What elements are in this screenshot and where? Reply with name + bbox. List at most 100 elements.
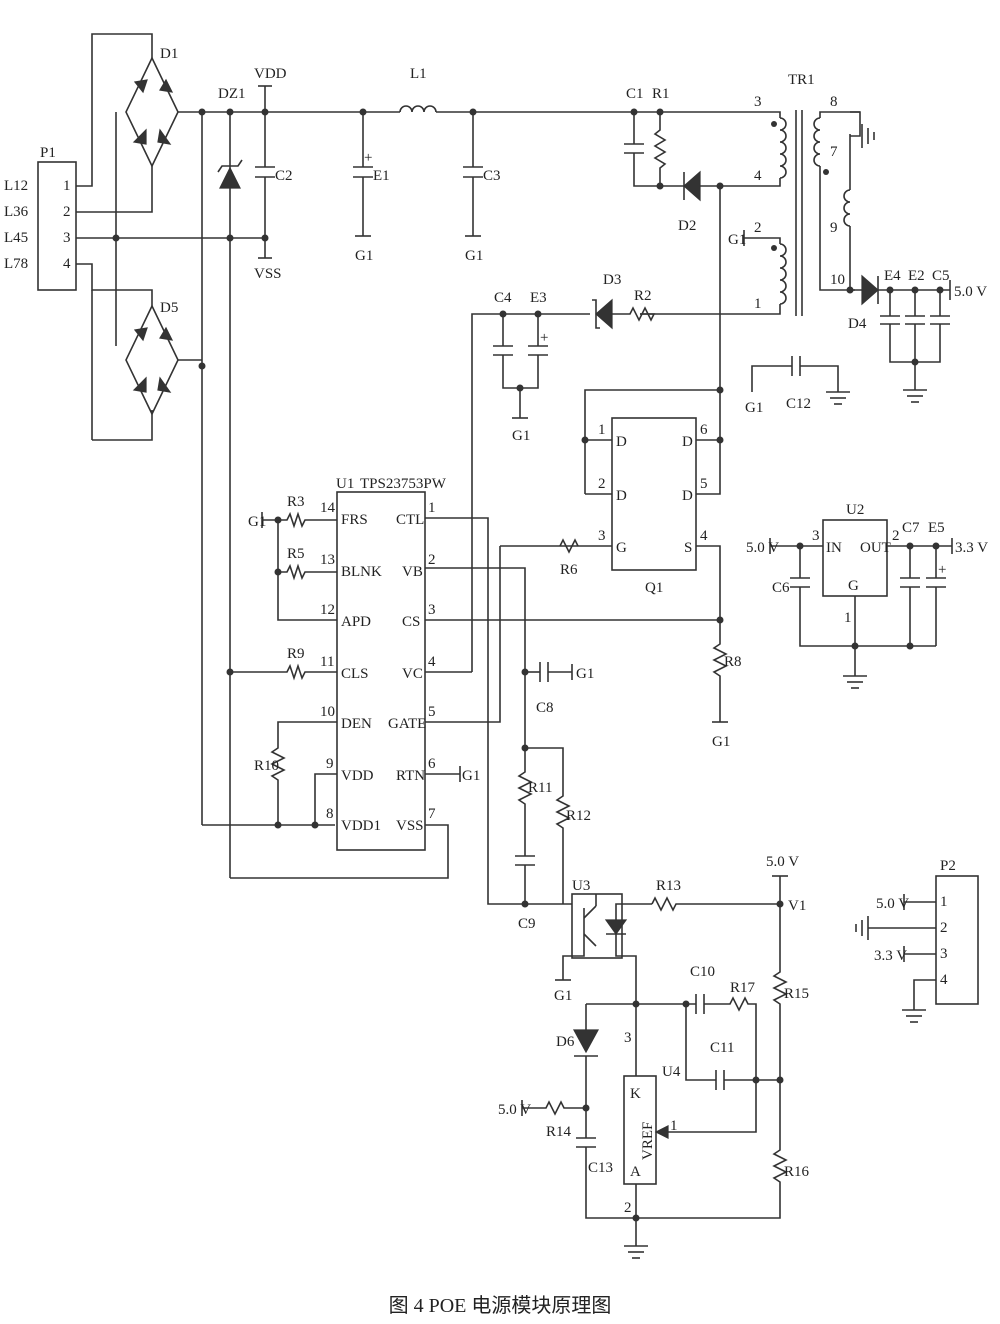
svg-text:3: 3 <box>63 230 71 246</box>
u1-right-wires: G1 G1 C8 R11 C9 R12 <box>425 517 720 932</box>
svg-text:3: 3 <box>754 94 762 110</box>
svg-text:VREF: VREF <box>640 1122 656 1160</box>
svg-text:4: 4 <box>428 654 436 670</box>
compensation: C10 R17 C11 <box>586 964 780 1139</box>
svg-text:C5: C5 <box>932 268 950 284</box>
svg-text:R14: R14 <box>546 1124 572 1140</box>
svg-text:R5: R5 <box>287 546 305 562</box>
vdd-vss: VDD VSS <box>254 66 287 282</box>
svg-text:8: 8 <box>830 94 838 110</box>
u2-regulator: + IN OUT G 3 2 1 U2 C6 C7 E5 5.0 V 3.3 V <box>746 502 988 689</box>
svg-text:U4: U4 <box>662 1064 681 1080</box>
svg-text:C6: C6 <box>772 580 790 596</box>
svg-text:3: 3 <box>812 528 820 544</box>
svg-text:10: 10 <box>320 704 335 720</box>
c3-capacitor: C3 G1 <box>463 112 501 264</box>
svg-text:9: 9 <box>326 756 334 772</box>
snubber: C1 R1 D2 <box>624 86 720 234</box>
svg-text:C2: C2 <box>275 168 293 184</box>
svg-text:6: 6 <box>428 756 436 772</box>
svg-text:R6: R6 <box>560 562 578 578</box>
svg-text:5: 5 <box>700 476 708 492</box>
c2-capacitor: C2 <box>255 112 293 238</box>
svg-text:3: 3 <box>598 528 606 544</box>
svg-text:R11: R11 <box>528 780 552 796</box>
svg-text:E4: E4 <box>884 268 901 284</box>
svg-text:D5: D5 <box>160 300 178 316</box>
svg-text:12: 12 <box>320 602 335 618</box>
c12-capacitor: G1 C12 <box>745 356 850 416</box>
svg-text:3: 3 <box>624 1030 632 1046</box>
svg-text:C4: C4 <box>494 290 512 306</box>
q1-mosfet: D D G D D S 1 2 3 6 5 4 Q1 R6 <box>500 386 724 620</box>
svg-text:2: 2 <box>63 204 71 220</box>
svg-text:G1: G1 <box>248 514 266 530</box>
svg-text:+: + <box>364 150 372 166</box>
svg-text:L12: L12 <box>4 178 28 194</box>
svg-text:A: A <box>630 1164 641 1180</box>
svg-text:3.3 V: 3.3 V <box>955 540 988 556</box>
svg-text:BLNK: BLNK <box>341 564 382 580</box>
l1-inductor: L1 <box>399 66 437 113</box>
svg-text:K: K <box>630 1086 641 1102</box>
svg-text:C1: C1 <box>626 86 644 102</box>
svg-text:E1: E1 <box>373 168 390 184</box>
svg-text:R13: R13 <box>656 878 681 894</box>
svg-text:G: G <box>616 540 627 556</box>
svg-text:2: 2 <box>624 1200 632 1216</box>
svg-text:VDD: VDD <box>341 768 374 784</box>
svg-text:L45: L45 <box>4 230 28 246</box>
svg-text:2: 2 <box>428 552 436 568</box>
svg-text:G1: G1 <box>576 666 594 682</box>
svg-text:C11: C11 <box>710 1040 734 1056</box>
svg-text:4: 4 <box>754 168 762 184</box>
u1-left-wires: G1 R3 R5 R9 R10 <box>226 494 337 829</box>
svg-text:G1: G1 <box>712 734 730 750</box>
svg-text:G1: G1 <box>512 428 530 444</box>
svg-text:U1: U1 <box>336 476 354 492</box>
svg-text:C12: C12 <box>786 396 811 412</box>
svg-text:E3: E3 <box>530 290 547 306</box>
svg-text:5.0 V: 5.0 V <box>876 896 909 912</box>
svg-text:D: D <box>682 488 693 504</box>
svg-text:VB: VB <box>402 564 423 580</box>
svg-text:G1: G1 <box>745 400 763 416</box>
aux-supply: + C4 E3 D3 R2 G1 <box>471 272 656 672</box>
svg-text:3: 3 <box>428 602 436 618</box>
svg-text:10: 10 <box>830 272 845 288</box>
svg-text:P2: P2 <box>940 858 956 874</box>
svg-text:TR1: TR1 <box>788 72 815 88</box>
svg-text:Q1: Q1 <box>645 580 663 596</box>
svg-text:1: 1 <box>844 610 852 626</box>
svg-text:IN: IN <box>826 540 842 556</box>
svg-text:C3: C3 <box>483 168 501 184</box>
svg-text:4: 4 <box>700 528 708 544</box>
svg-text:D4: D4 <box>848 316 867 332</box>
svg-text:2: 2 <box>940 920 948 936</box>
svg-text:G1: G1 <box>728 232 746 248</box>
svg-text:D2: D2 <box>678 218 696 234</box>
svg-text:L1: L1 <box>410 66 427 82</box>
figure-caption: 图 4 POE 电源模块原理图 <box>389 1294 612 1317</box>
svg-text:R16: R16 <box>784 1164 810 1180</box>
svg-text:C9: C9 <box>518 916 536 932</box>
svg-text:C13: C13 <box>588 1160 613 1176</box>
svg-text:2: 2 <box>892 528 900 544</box>
svg-text:1: 1 <box>428 500 436 516</box>
svg-text:1: 1 <box>754 296 762 312</box>
svg-text:1: 1 <box>670 1118 678 1134</box>
svg-text:R9: R9 <box>287 646 305 662</box>
svg-text:D: D <box>616 434 627 450</box>
svg-text:5: 5 <box>428 704 436 720</box>
svg-text:G1: G1 <box>465 248 483 264</box>
svg-text:CLS: CLS <box>341 666 369 682</box>
svg-text:OUT: OUT <box>860 540 891 556</box>
svg-text:G: G <box>848 578 859 594</box>
svg-text:C7: C7 <box>902 520 920 536</box>
svg-text:D: D <box>616 488 627 504</box>
svg-text:11: 11 <box>320 654 334 670</box>
u1-controller: U1 TPS23753PW FRS BLNK APD CLS DEN VDD V… <box>320 476 447 851</box>
svg-text:4: 4 <box>63 256 71 272</box>
svg-text:D3: D3 <box>603 272 621 288</box>
svg-text:R1: R1 <box>652 86 670 102</box>
